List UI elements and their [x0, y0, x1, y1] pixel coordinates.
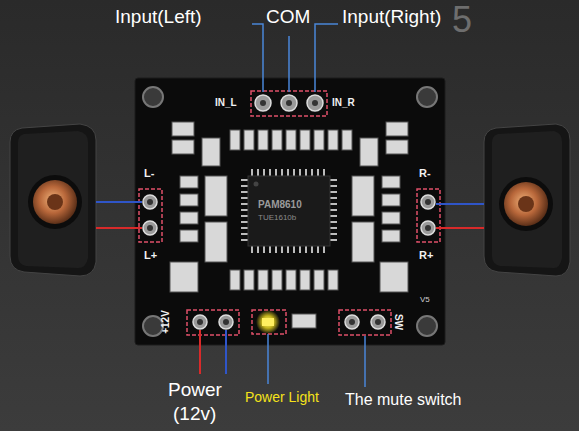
callout-label: (12v) — [173, 404, 216, 423]
silkscreen-label: SW — [393, 314, 403, 330]
silkscreen-label: V5 — [420, 296, 430, 304]
callout-label: COM — [266, 7, 310, 26]
silkscreen-label: IN_R — [332, 98, 355, 108]
chip-marking: TUE1610b — [258, 214, 296, 222]
callout-label: Power — [168, 380, 222, 399]
figure-number: 5 — [452, 2, 472, 38]
mounting-holes — [143, 87, 437, 336]
speaker-right — [484, 124, 570, 276]
power-led — [252, 310, 286, 334]
chip-marking: PAM8610 — [258, 200, 302, 210]
smd-components — [170, 122, 408, 328]
silkscreen-label: IN_L — [215, 98, 237, 108]
pin-headers — [139, 91, 440, 335]
silkscreen-label: R- — [419, 168, 431, 179]
leader-lines — [252, 24, 365, 387]
callout-label: The mute switch — [345, 392, 461, 408]
pcb-board — [135, 78, 445, 345]
callout-label: Input(Right) — [342, 7, 441, 26]
power-wires — [200, 330, 226, 374]
silkscreen-label: R+ — [419, 250, 433, 261]
callout-label: Power Light — [245, 390, 319, 404]
amplifier-chip — [241, 169, 337, 253]
silkscreen-label: +12V — [161, 310, 171, 334]
speaker-left — [10, 124, 96, 276]
silkscreen-label: L+ — [144, 250, 157, 261]
callout-label: Input(Left) — [115, 7, 202, 26]
silkscreen-label: L- — [144, 168, 154, 179]
